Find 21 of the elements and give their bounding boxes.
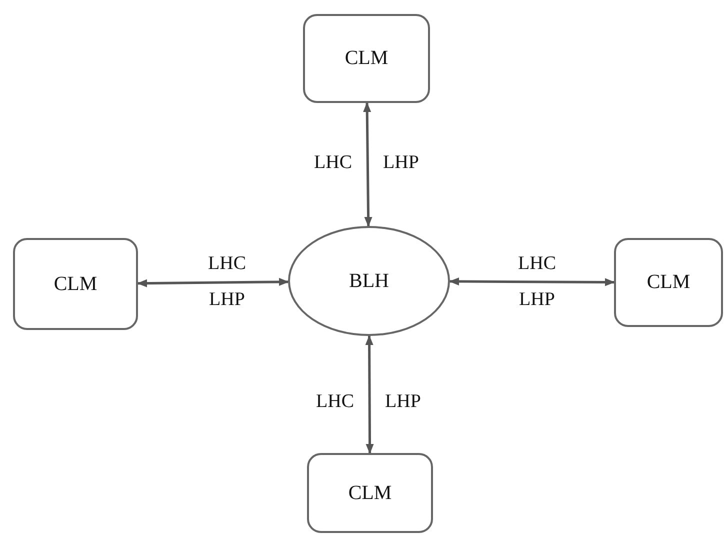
rounded-box <box>307 453 433 533</box>
rounded-box <box>614 238 723 327</box>
signal-label: LHC <box>208 253 246 275</box>
signal-label: LHC <box>518 253 556 275</box>
node-label: BLH <box>349 270 389 292</box>
double-arrow <box>137 278 289 288</box>
double-arrow <box>449 277 615 286</box>
node-label: CLM <box>54 272 98 296</box>
signal-label: LHC <box>314 152 352 174</box>
signal-label: LHP <box>385 391 421 413</box>
double-arrow <box>365 335 374 454</box>
signal-label: LHP <box>519 289 555 311</box>
node-label: CLM <box>344 47 388 70</box>
double-arrow <box>363 102 372 227</box>
rounded-box <box>303 14 430 103</box>
node-label: CLM <box>646 271 690 294</box>
signal-label: LHP <box>383 152 419 174</box>
rounded-box <box>13 238 138 330</box>
signal-label: LHP <box>209 289 245 311</box>
signal-label: LHC <box>316 391 354 413</box>
node-label: CLM <box>348 482 392 504</box>
